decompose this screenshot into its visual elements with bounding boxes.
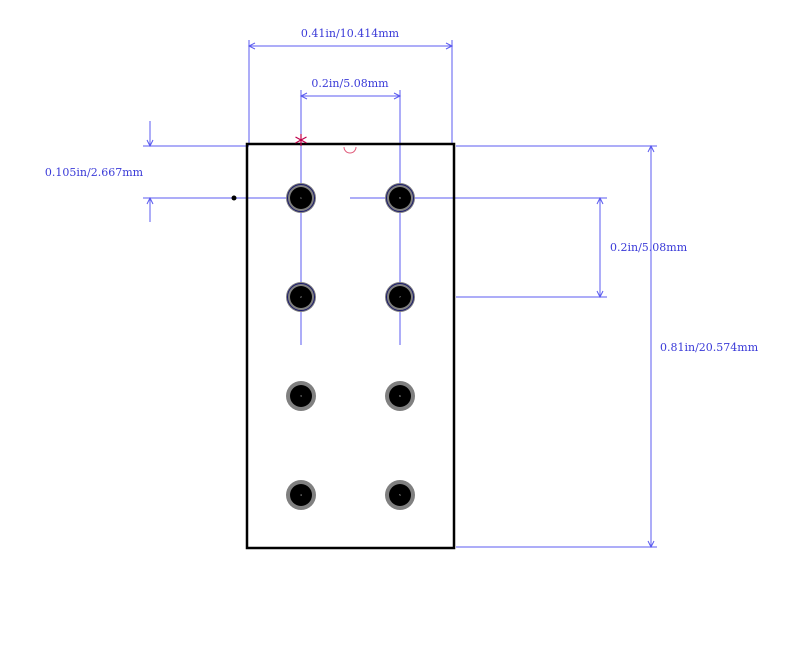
origin-marker-icon: [295, 134, 307, 146]
pad-number: 8: [399, 196, 401, 200]
pad-number: 6: [399, 394, 401, 398]
pad-highlight: [287, 283, 315, 311]
pitch-y-arrow-top: [596, 196, 604, 205]
pin-pitch-y-label: 0.2in/5.08mm: [610, 241, 688, 254]
pad-6: 6: [385, 381, 415, 411]
pad-hole: [290, 286, 312, 308]
edge-offset-label: 0.105in/2.667mm: [45, 166, 144, 179]
package-outline: [245, 142, 456, 550]
pad-hole: [290, 187, 312, 209]
pad-highlight: [287, 184, 315, 212]
overall-length-label: 0.81in/20.574mm: [660, 341, 759, 354]
pad-highlight: [386, 184, 414, 212]
pad-2: 2: [286, 282, 316, 312]
pad-hole: [290, 385, 312, 407]
pad-number: 3: [300, 394, 302, 398]
pad-8: 8: [385, 183, 415, 213]
pin-pitch-x-dimension: [299, 90, 402, 345]
width-arrow-left: [247, 42, 256, 50]
pad-hole: [389, 286, 411, 308]
edge-offset-dimension: [143, 121, 249, 222]
pad-hole: [290, 484, 312, 506]
pitch-y-arrow-bottom: [596, 290, 604, 299]
pin1-notch: [343, 146, 357, 154]
pin-pitch-y-dimension: [350, 196, 607, 299]
edge-offset-arrow-bottom: [146, 196, 154, 205]
pad-highlight: [386, 283, 414, 311]
pad-1: 1: [286, 183, 316, 213]
pin-pitch-x-label: 0.2in/5.08mm: [311, 77, 389, 90]
pad-number: 1: [300, 196, 302, 200]
pitch-x-arrow-right: [393, 92, 402, 100]
pitch-x-arrow-left: [299, 92, 308, 100]
pad-hole: [389, 385, 411, 407]
length-arrow-top: [647, 144, 655, 153]
pad-number: 2: [300, 295, 302, 299]
edge-offset-arrow-top: [146, 139, 154, 148]
pad-4: 4: [286, 480, 316, 510]
pad-hole: [389, 187, 411, 209]
pad-number: 5: [399, 493, 401, 497]
pad-7: 7: [385, 282, 415, 312]
pad-3: 3: [286, 381, 316, 411]
overall-length-dimension: [456, 144, 657, 549]
pad-hole: [389, 484, 411, 506]
pad-number: 7: [399, 295, 401, 299]
overall-width-dimension: [247, 40, 454, 143]
pad-number: 4: [300, 493, 302, 497]
row1-reference-dot: [231, 195, 237, 201]
width-arrow-right: [445, 42, 454, 50]
overall-width-label: 0.41in/10.414mm: [301, 27, 400, 40]
pad-array: 1 8 2 7 3 6 4 5: [286, 183, 415, 510]
length-arrow-bottom: [647, 540, 655, 549]
pad-5: 5: [385, 480, 415, 510]
